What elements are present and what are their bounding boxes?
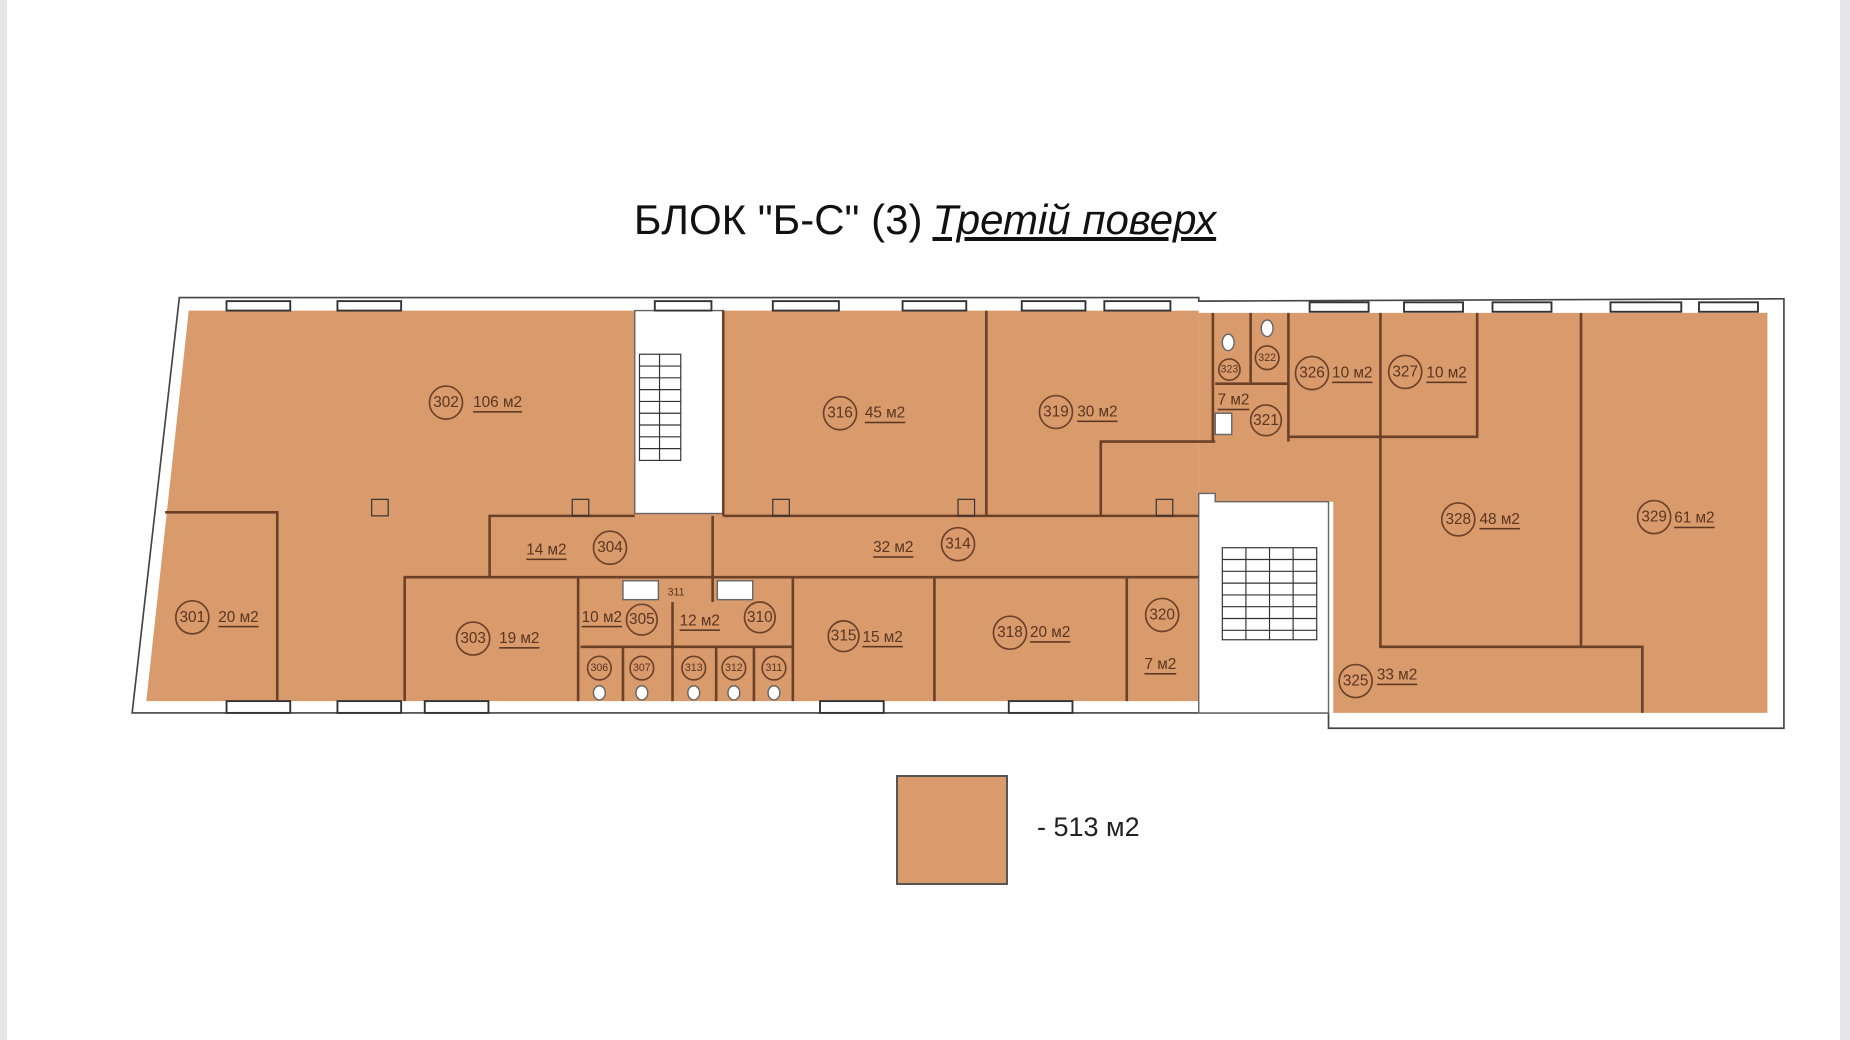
svg-text:20 м2: 20 м2 [218,609,258,626]
room-303: 303 19 м2 [455,621,539,656]
room-318: 318 20 м2 [992,615,1070,651]
svg-text:310: 310 [747,609,773,626]
svg-text:315: 315 [831,628,857,645]
svg-text:106 м2: 106 м2 [473,394,522,411]
stairwell-2 [1198,492,1330,714]
room-329: 329 61 м2 [1636,499,1715,535]
svg-text:14 м2: 14 м2 [526,542,566,559]
svg-text:303: 303 [460,630,486,647]
room-326: 326 10 м2 [1294,355,1372,391]
svg-text:306: 306 [591,662,609,674]
block-label: БЛОК "Б-С" (3) [633,196,923,243]
svg-text:325: 325 [1343,673,1369,690]
room-319: 319 30 м2 [1038,394,1118,430]
svg-text:322: 322 [1258,352,1276,364]
svg-text:311: 311 [668,587,685,599]
svg-text:15 м2: 15 м2 [862,629,902,646]
svg-text:323: 323 [1221,364,1239,376]
svg-text:328: 328 [1446,511,1472,528]
room-325: 325 33 м2 [1338,663,1417,699]
room-327: 327 10 м2 [1387,354,1467,390]
room-316: 316 45 м2 [822,395,905,431]
room-301: 301 20 м2 [174,599,259,635]
stairwell-1 [634,309,724,515]
column-markers [371,498,1174,517]
room-322: 322 [1254,345,1280,371]
svg-text:320: 320 [1149,606,1175,623]
svg-text:314: 314 [945,536,971,553]
svg-text:302: 302 [433,394,459,411]
svg-text:312: 312 [725,662,743,674]
svg-text:307: 307 [633,662,651,674]
svg-text:305: 305 [629,611,655,628]
svg-text:12 м2: 12 м2 [680,612,720,629]
svg-text:327: 327 [1392,363,1418,380]
plan-title: БЛОК "Б-С" (3)Третій поверх [0,196,1850,244]
svg-text:329: 329 [1641,509,1667,526]
page-edge-left [0,0,7,1040]
svg-text:316: 316 [827,405,853,422]
svg-text:19 м2: 19 м2 [499,630,539,647]
room-313: 313 [681,655,707,681]
svg-text:7 м2: 7 м2 [1144,656,1176,673]
svg-text:301: 301 [180,609,206,626]
room-323: 323 [1217,358,1241,382]
room-302: 302 106 м2 [428,385,522,420]
room-320: 320 7 м2 [1144,597,1180,673]
room-305: 10 м2 305 [582,603,659,636]
interior-walls [165,310,1644,713]
svg-text:318: 318 [997,624,1023,641]
svg-text:32 м2: 32 м2 [873,539,913,556]
svg-text:7 м2: 7 м2 [1218,392,1250,409]
room-328: 328 48 м2 [1440,502,1520,537]
room-315: 315 15 м2 [827,620,903,653]
room-314: 32 м2 314 [873,526,976,562]
room-306: 306 [586,655,612,681]
svg-text:311: 311 [766,662,783,674]
svg-text:61 м2: 61 м2 [1674,510,1714,527]
svg-text:319: 319 [1043,404,1069,421]
floor-label: Третій поверх [932,196,1217,243]
room-307: 307 [629,655,655,681]
svg-text:30 м2: 30 м2 [1077,404,1117,421]
room-310: 12 м2 310 [680,601,776,634]
svg-text:326: 326 [1299,365,1325,382]
room-321: 7 м2 321 [1218,392,1283,437]
room-312: 312 [721,655,747,681]
room-311-label: 311 [668,587,685,599]
svg-text:45 м2: 45 м2 [865,405,905,422]
svg-text:313: 313 [685,662,703,674]
svg-text:33 м2: 33 м2 [1377,667,1417,684]
stairs-2 [1221,547,1318,641]
windows [225,300,1759,714]
right-block-fill [1198,312,1768,713]
svg-text:20 м2: 20 м2 [1030,624,1070,641]
svg-text:10 м2: 10 м2 [1426,365,1466,382]
room-304: 14 м2 304 [526,530,628,566]
stairs-1 [638,353,682,462]
svg-text:304: 304 [597,539,623,556]
legend-total-area: - 513 м2 [1037,812,1140,842]
svg-text:10 м2: 10 м2 [582,609,622,626]
scrollbar[interactable] [1840,0,1850,1040]
fixtures [592,319,1274,701]
room-311: 311 [761,655,787,681]
svg-text:10 м2: 10 м2 [1332,365,1372,382]
building-outline [131,296,1785,730]
svg-text:321: 321 [1253,412,1279,429]
legend-swatch [896,775,1008,885]
svg-text:48 м2: 48 м2 [1480,511,1520,528]
